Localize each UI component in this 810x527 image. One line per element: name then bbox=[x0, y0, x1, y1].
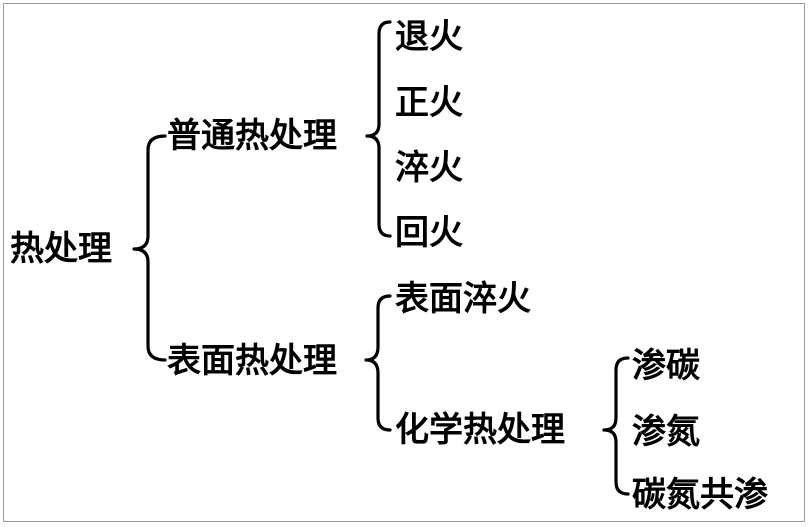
ordinary-item-normalizing: 正火 bbox=[395, 83, 463, 123]
brace-chemical bbox=[602, 356, 630, 496]
diagram-frame bbox=[3, 3, 805, 522]
chemical-label: 化学热处理 bbox=[395, 410, 565, 450]
ordinary-item-tempering: 回火 bbox=[395, 213, 463, 253]
brace-ordinary bbox=[365, 20, 392, 238]
ordinary-label: 普通热处理 bbox=[167, 116, 337, 156]
surface-label: 表面热处理 bbox=[167, 341, 337, 381]
chemical-item-carbonitriding: 碳氮共渗 bbox=[632, 475, 768, 515]
brace-root bbox=[132, 134, 167, 362]
brace-surface bbox=[364, 294, 392, 432]
chemical-item-carburizing: 渗碳 bbox=[632, 346, 700, 386]
ordinary-item-quenching: 淬火 bbox=[395, 148, 463, 188]
ordinary-item-annealing: 退火 bbox=[395, 17, 463, 57]
surface-quench-label: 表面淬火 bbox=[395, 279, 531, 319]
chemical-item-nitriding: 渗氮 bbox=[632, 412, 700, 452]
root-label: 热处理 bbox=[10, 229, 112, 269]
